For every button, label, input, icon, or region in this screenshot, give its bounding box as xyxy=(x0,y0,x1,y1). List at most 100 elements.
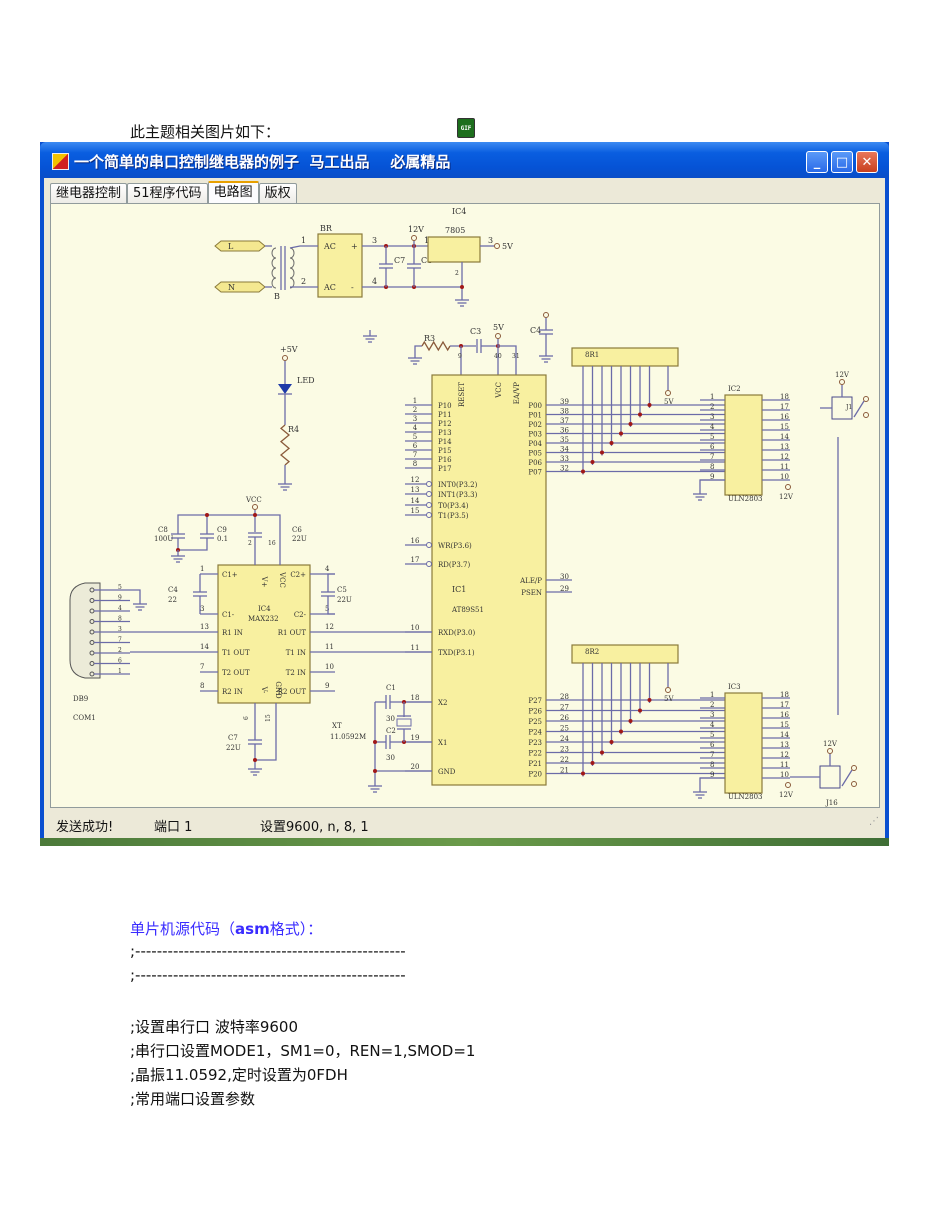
wire xyxy=(130,589,141,598)
mcu-pin-label: P00 xyxy=(528,402,542,410)
voltage-label: 12V xyxy=(779,493,794,501)
transformer-label: B xyxy=(274,292,280,301)
mcu-top-pin-label: RESET xyxy=(458,382,466,407)
wire xyxy=(414,345,422,352)
driver-pin-number: 8 xyxy=(710,463,714,471)
rectifier-ac-label: AC xyxy=(323,283,336,292)
voltage-label: 5V xyxy=(664,398,674,406)
resistor-icon xyxy=(421,340,451,352)
capacitor-label: C8 xyxy=(421,256,432,265)
mcu-pin-number: 22 xyxy=(560,756,569,764)
mcu-at89s51 xyxy=(431,374,547,786)
title-bar[interactable]: 一个简单的串口控制继电器的例子 马工出品 必属精品 _ □ ✕ xyxy=(40,142,889,178)
junction-dot xyxy=(581,771,585,776)
power-terminal-icon xyxy=(282,355,288,361)
power-terminal-icon xyxy=(851,781,857,787)
mcu-pin-number: 24 xyxy=(560,735,569,743)
voltage-label: VCC xyxy=(245,496,262,504)
crystal-frequency: 11.0592M xyxy=(330,733,366,741)
regulator-7805 xyxy=(427,236,481,263)
max232-pin-label: C2- xyxy=(294,611,307,619)
power-terminal-icon xyxy=(494,243,500,249)
junction-dot xyxy=(590,460,595,464)
tab-copyright[interactable]: 版权 xyxy=(258,183,297,204)
mcu-pin-label: T1(P3.5) xyxy=(438,512,469,520)
db9-pin-number: 8 xyxy=(118,616,122,623)
mcu-pin-label: P13 xyxy=(438,429,452,437)
junction-dot xyxy=(638,708,642,713)
relay-contact-icon xyxy=(853,400,865,418)
status-port: 端口 1 xyxy=(154,820,193,835)
max232-pin-label: T1 OUT xyxy=(222,649,250,657)
driver-pin-number: 15 xyxy=(780,721,789,729)
mcu-pin-label: X2 xyxy=(438,699,447,707)
inverted-pin-icon xyxy=(426,481,432,487)
voltage-label: 5V xyxy=(502,242,513,251)
inverted-pin-icon xyxy=(426,502,432,508)
tab-relay-control[interactable]: 继电器控制 xyxy=(50,183,128,204)
mcu-pin-label: P17 xyxy=(438,465,452,473)
max232-label: IC4 xyxy=(258,605,271,613)
db9-pin-number: 1 xyxy=(118,668,122,675)
driver-pin-number: 10 xyxy=(780,771,789,779)
db9-pin-number: 2 xyxy=(118,647,122,654)
maximize-button[interactable]: □ xyxy=(831,151,853,173)
pin-number: 16 xyxy=(268,540,276,547)
mcu-pin-label: P22 xyxy=(528,750,542,758)
power-terminal-icon xyxy=(665,390,671,396)
driver-pin-number: 4 xyxy=(710,423,715,431)
db9-pin-number: 5 xyxy=(118,584,122,591)
mcu-pin-label: P11 xyxy=(438,411,452,419)
max232-pin-number: 13 xyxy=(200,623,209,631)
mcu-pin-label: P06 xyxy=(528,459,542,467)
mcu-pin-number: 21 xyxy=(560,767,569,775)
max232-pin-label: GND xyxy=(274,681,282,699)
driver-ic-driver2 xyxy=(724,692,763,794)
mcu-pin-label: RXD(P3.0) xyxy=(438,629,475,637)
power-terminal-icon xyxy=(851,765,857,771)
mcu-pin-label: GND xyxy=(438,768,456,776)
gif-file-icon[interactable]: GIF xyxy=(457,118,475,138)
mcu-pin-number: 15 xyxy=(411,507,420,515)
mcu-pin-number: 36 xyxy=(560,427,569,435)
db9-label: DB9 xyxy=(73,695,88,703)
driver-pin-number: 11 xyxy=(780,761,789,769)
junction-dot xyxy=(460,285,464,289)
resistor-network-label: 8R1 xyxy=(585,351,599,359)
driver-pin-number: 13 xyxy=(780,443,789,451)
mcu-pin-number: 5 xyxy=(413,433,417,441)
mcu-pin-number: 1 xyxy=(413,397,417,405)
mcu-pin-number: 8 xyxy=(413,460,417,468)
driver-pin-number: 18 xyxy=(780,393,789,401)
pin-number: 15 xyxy=(265,714,272,722)
inverted-pin-icon xyxy=(426,542,432,548)
code-line: ;晶振11.0592,定时设置为0FDH xyxy=(130,1066,348,1084)
crystal-label: XT xyxy=(332,722,342,730)
driver-pin-number: 5 xyxy=(710,731,714,739)
mcu-pin-label: INT0(P3.2) xyxy=(438,481,478,489)
junction-dot xyxy=(619,729,623,734)
mcu-pin-number: 26 xyxy=(560,714,569,722)
power-terminal-icon xyxy=(863,396,869,402)
driver-pin-number: 12 xyxy=(780,453,789,461)
minimize-button[interactable]: _ xyxy=(806,151,828,173)
mcu-pin-label: P16 xyxy=(438,456,452,464)
relay-label: J1 xyxy=(845,404,852,411)
transformer-coil-icon xyxy=(289,247,295,259)
max232-pin-label: C2+ xyxy=(290,571,306,579)
capacitor-value: 0.1 xyxy=(217,535,228,543)
junction-dot xyxy=(253,758,257,762)
mcu-pin-label: P25 xyxy=(528,718,542,726)
close-button[interactable]: ✕ xyxy=(856,151,878,173)
max232-pin-label: V+ xyxy=(260,576,268,588)
mcu-pin-label: P26 xyxy=(528,708,542,716)
tab-circuit[interactable]: 电路图 xyxy=(207,181,259,205)
pin-number: 3 xyxy=(372,236,377,245)
resize-grip[interactable]: ⋰ xyxy=(869,816,879,827)
mcu-pin-label: P14 xyxy=(438,438,452,446)
app-window: 一个简单的串口控制继电器的例子 马工出品 必属精品 _ □ ✕ 继电器控制 51… xyxy=(40,142,889,846)
regulator-ic-label: IC4 xyxy=(452,207,466,216)
wire xyxy=(498,345,517,375)
tab-51-code[interactable]: 51程序代码 xyxy=(127,183,208,204)
junction-dot xyxy=(205,513,209,517)
